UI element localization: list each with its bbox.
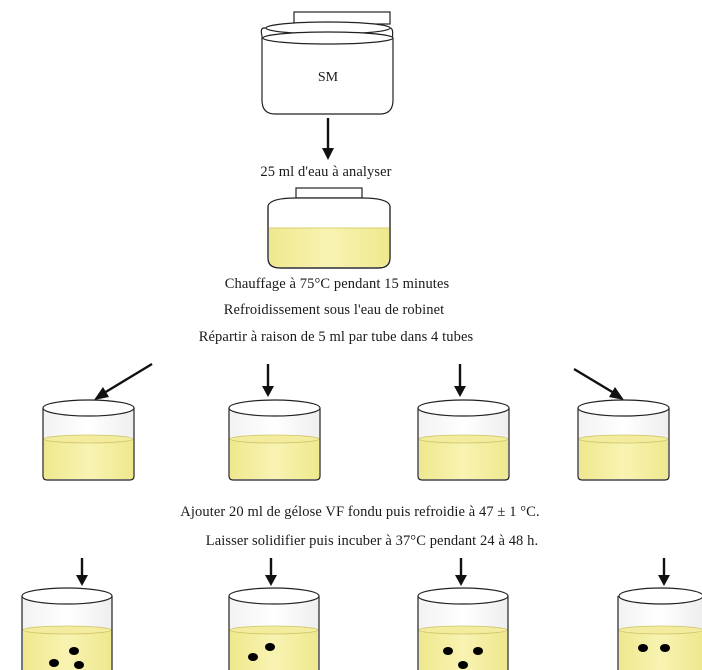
- colony: [265, 643, 275, 651]
- step-incubate: Laisser solidifier puis incuber à 37°C p…: [206, 533, 538, 549]
- tube-3: [417, 399, 510, 481]
- colony: [248, 653, 258, 661]
- colony: [443, 647, 453, 655]
- down-arrow-icon: [454, 364, 466, 397]
- down-arrow-icon: [322, 118, 334, 160]
- step-distribute: Répartir à raison de 5 ml par tube dans …: [199, 329, 474, 345]
- incubated-tube-3: [417, 587, 509, 670]
- incubated-tube-2: [228, 587, 320, 670]
- stock-bottle-label: SM: [318, 70, 339, 85]
- sample-liquid: [269, 228, 389, 267]
- diagonal-arrow-icon: [573, 367, 624, 400]
- colony: [660, 644, 670, 652]
- colony: [69, 647, 79, 655]
- sample-bottle: [267, 187, 391, 269]
- down-arrow-icon: [76, 558, 88, 586]
- tube-row-incubated: [21, 587, 702, 670]
- step-add-agar: Ajouter 20 ml de gélose VF fondu puis re…: [180, 504, 539, 520]
- colony: [49, 659, 59, 667]
- incubated-tube-4: [617, 587, 702, 670]
- colony: [638, 644, 648, 652]
- stock-bottle-body: [261, 38, 394, 115]
- tube-2: [228, 399, 321, 481]
- down-arrow-icon: [262, 364, 274, 397]
- down-arrow-icon: [455, 558, 467, 586]
- down-arrow-icon: [658, 558, 670, 586]
- stock-bottle: SM: [260, 11, 394, 115]
- sample-bottle-cap: [295, 187, 363, 199]
- colony: [458, 661, 468, 669]
- incubated-tube-1: [21, 587, 113, 670]
- tube-4: [577, 399, 670, 481]
- colony: [74, 661, 84, 669]
- tube-row-liquid: [42, 399, 670, 481]
- step-heating: Chauffage à 75°C pendant 15 minutes: [225, 276, 450, 292]
- tube-1: [42, 399, 135, 481]
- diagonal-arrow-icon: [94, 362, 153, 400]
- step-cooling: Refroidissement sous l'eau de robinet: [224, 302, 445, 318]
- step-sample-volume: 25 ml d'eau à analyser: [260, 164, 391, 180]
- colony: [473, 647, 483, 655]
- down-arrow-icon: [265, 558, 277, 586]
